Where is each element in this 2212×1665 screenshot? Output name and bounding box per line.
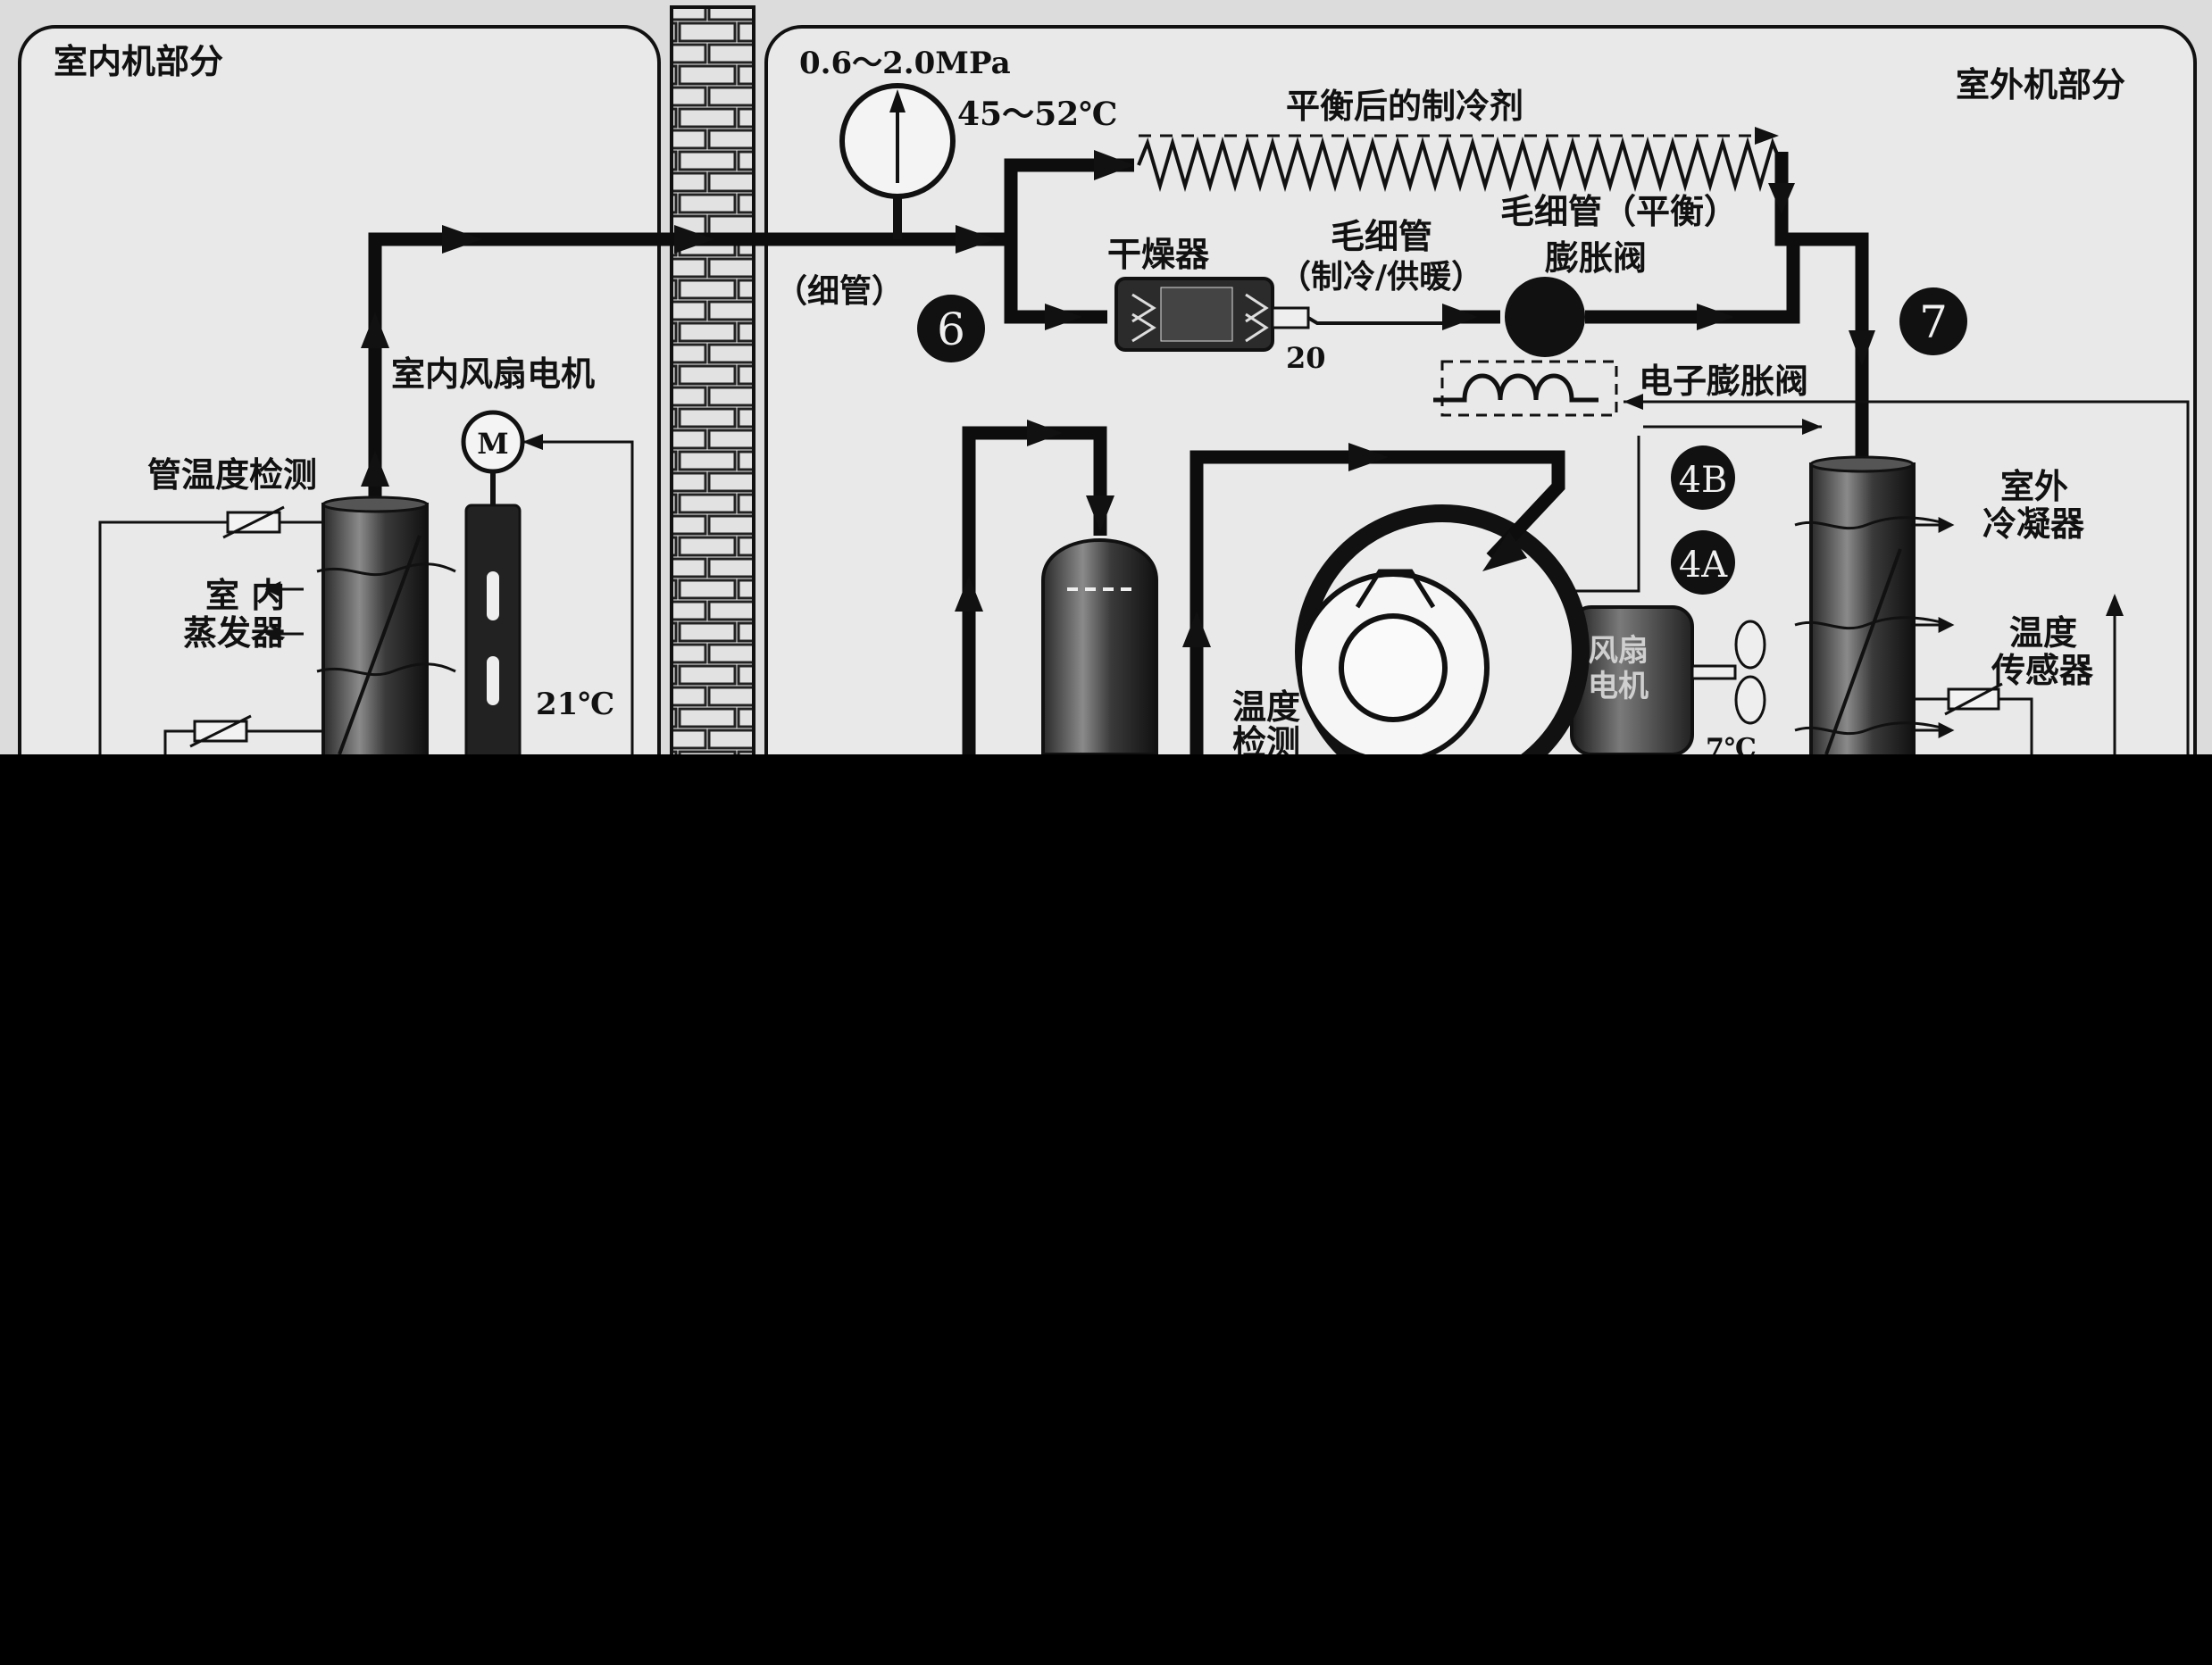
evaporator-label-line1: 室 内: [205, 576, 285, 615]
indoor-fan-wire-arrow: [522, 434, 543, 450]
pipe-temp-sensor: [98, 505, 323, 754]
outdoor-temp-sensor: [1913, 682, 2033, 754]
arrow-down-condenser: [1849, 330, 1875, 366]
arrow-up-discharge: [1182, 612, 1211, 647]
eev-control-wire: [1624, 400, 2190, 754]
indoor-unit-title: 室内机部分: [54, 42, 223, 81]
marker-4a: 4A: [1671, 530, 1735, 595]
discharge-temp-range: 45～52℃: [957, 96, 1117, 133]
electronic-expansion-valve: [1433, 360, 1618, 417]
evaporator-wave-1: [316, 562, 456, 577]
condenser-label-line2: 冷凝器: [1982, 504, 2085, 544]
marker-7: 7: [1899, 287, 1967, 355]
svg-text:4A: 4A: [1679, 545, 1728, 586]
arrow-right-liquid-1: [442, 225, 482, 254]
arrow-discharge: [1348, 443, 1389, 471]
balanced-flow-arrowhead: [1755, 127, 1779, 145]
svg-text:6: 6: [937, 304, 965, 355]
condenser-heat-wave-2: [1794, 616, 1952, 630]
arrow-dryer-branch: [1045, 304, 1082, 330]
fan-motor-label-line2: 电机: [1588, 669, 1649, 704]
outdoor-unit-title: 室外机部分: [1956, 65, 2125, 104]
temp-sensor-label-line1: 温度: [2009, 613, 2077, 653]
evaporator-wave-2: [316, 662, 456, 677]
capillary-balance-label: 毛细管（平衡）: [1500, 192, 1738, 231]
expansion-valve-label: 膨胀阀: [1545, 238, 1647, 278]
indoor-temp: 21℃: [536, 687, 614, 722]
indoor-fan-motor: M: [461, 410, 525, 766]
liquid-line-pipe: [368, 232, 1011, 500]
expansion-valve: [1505, 277, 1585, 357]
balanced-refrigerant-label: 平衡后的制冷剂: [1286, 87, 1523, 126]
brick-wall: [670, 5, 755, 759]
indoor-fan-control-wire: [522, 440, 634, 754]
control-wire-top-arrow: [1802, 419, 1822, 435]
capillary-tube: [1306, 316, 1442, 325]
compressor: [1295, 504, 1590, 799]
dryer: [1114, 277, 1310, 352]
pressure-range: 0.6～2.0MPa: [799, 46, 1011, 81]
arrow-merge-down: [1768, 183, 1795, 214]
arrow-into-compressor: [1482, 531, 1527, 571]
indoor-air-temp-sensor: [163, 714, 323, 754]
arrow-right-liquid-2: [674, 225, 714, 254]
arrow-balance-branch: [1094, 150, 1134, 180]
svg-text:4B: 4B: [1679, 460, 1728, 501]
thin-pipe-label: （细管）: [775, 273, 904, 310]
electronic-expansion-valve-label: 电子膨胀阀: [1639, 362, 1808, 401]
condenser-heat-wave-3: [1794, 721, 1952, 736]
arrow-up-accumulator: [955, 576, 983, 612]
outdoor-condenser: [1809, 455, 1916, 761]
eev-wire-arrow: [1624, 394, 1643, 410]
svg-text:7: 7: [1919, 296, 1948, 348]
balance-branch-pipe: [1004, 158, 1134, 239]
dryer-label: 干燥器: [1107, 235, 1210, 274]
arrow-accumulator-down: [1086, 495, 1114, 531]
arrow-up-evaporator: [361, 312, 389, 348]
outdoor-fan-motor: [1570, 605, 1766, 756]
condenser-label-line1: 室外: [2000, 467, 2068, 506]
dryer-number: 20: [1286, 341, 1326, 375]
temp-detect-label-line1: 温度: [1232, 687, 1300, 727]
arrow-up-evaporator-low: [361, 451, 389, 487]
pressure-gauge: [839, 83, 956, 239]
pipe-temp-detect-label: 管温度检测: [147, 455, 317, 495]
condenser-heat-wave-1: [1794, 516, 1952, 530]
sensor-wire-right-arrow: [2106, 594, 2124, 616]
fan-motor-label-line1: 风扇: [1588, 633, 1649, 669]
accumulator: [1041, 538, 1158, 756]
black-mask-area: [0, 754, 2212, 1665]
arrow-into-valve: [1442, 304, 1478, 330]
balance-capillary-coil: [1137, 136, 1783, 193]
arrow-valve-out: [1697, 304, 1734, 330]
temp-sensor-label-line2: 传感器: [1991, 651, 2094, 690]
arrow-right-liquid-3: [956, 225, 996, 254]
capillary-mode-label: （制冷/供暖）: [1279, 259, 1483, 296]
motor-symbol: M: [477, 427, 508, 461]
capillary-label: 毛细管: [1331, 217, 1432, 256]
indoor-fan-motor-label: 室内风扇电机: [391, 354, 595, 394]
compressor-discharge-pipe: [1189, 450, 1565, 754]
indoor-evaporator: [321, 495, 429, 765]
marker-6: 6: [917, 295, 985, 362]
marker-4b: 4B: [1671, 445, 1735, 510]
arrow-accumulator-in: [1027, 420, 1063, 446]
